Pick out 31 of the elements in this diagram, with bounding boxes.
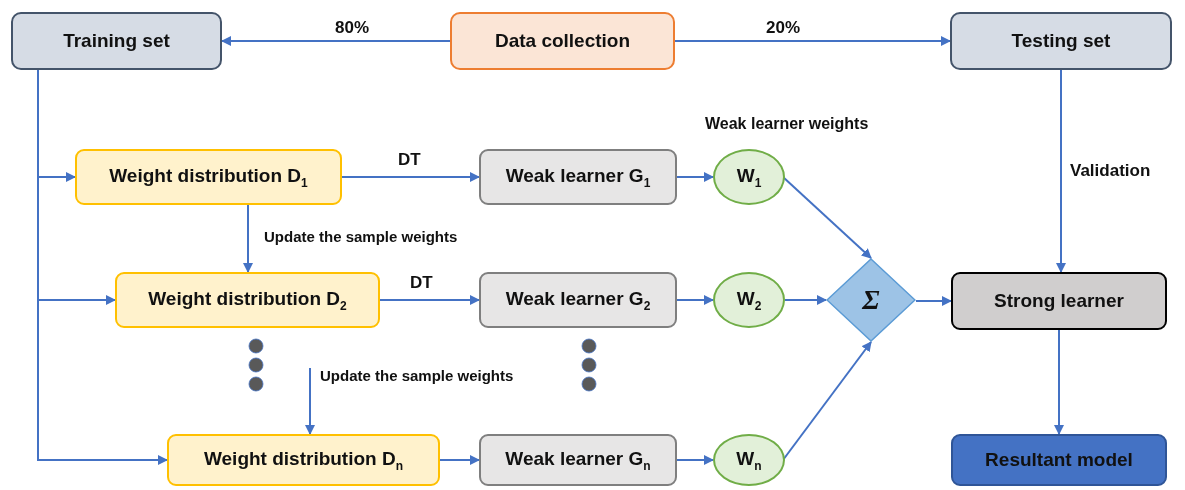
- arrow: [676, 455, 714, 465]
- process-box: Training set: [11, 12, 222, 70]
- process-box: Strong learner: [951, 272, 1167, 330]
- arrow: [379, 295, 480, 305]
- arrow: [243, 204, 253, 273]
- process-box: Weak learner G$_{n}$: [479, 434, 677, 486]
- output-box: Resultant model: [951, 434, 1167, 486]
- process-box: Weight distribution D$_{2}$: [115, 272, 380, 328]
- process-box: Weak learner G$_{1}$: [479, 149, 677, 205]
- arrow: [784, 295, 827, 305]
- arrow: [439, 455, 480, 465]
- process-box: Weight distribution D$_{1}$: [75, 149, 342, 205]
- arrow: [1054, 329, 1064, 435]
- weight-circle: W$_{n}$: [713, 434, 785, 486]
- process-box: Weight distribution D$_{n}$: [167, 434, 440, 486]
- process-box: Data collection: [450, 12, 675, 70]
- weight-circle: W$_{1}$: [713, 149, 785, 205]
- process-box: Testing set: [950, 12, 1172, 70]
- arrow: [1056, 69, 1066, 273]
- arrow: [674, 36, 951, 46]
- arrow: [305, 367, 315, 435]
- process-box: Weak learner G$_{2}$: [479, 272, 677, 328]
- group-heading: Weak learner weights: [703, 114, 871, 133]
- sum-diamond: Σ: [826, 258, 916, 342]
- arrow: [915, 296, 952, 306]
- arrow: [341, 172, 480, 182]
- arrow: [221, 36, 451, 46]
- arrow: [782, 341, 872, 461]
- weight-circle: W$_{2}$: [713, 272, 785, 328]
- arrow: [676, 295, 714, 305]
- arrow: [676, 172, 714, 182]
